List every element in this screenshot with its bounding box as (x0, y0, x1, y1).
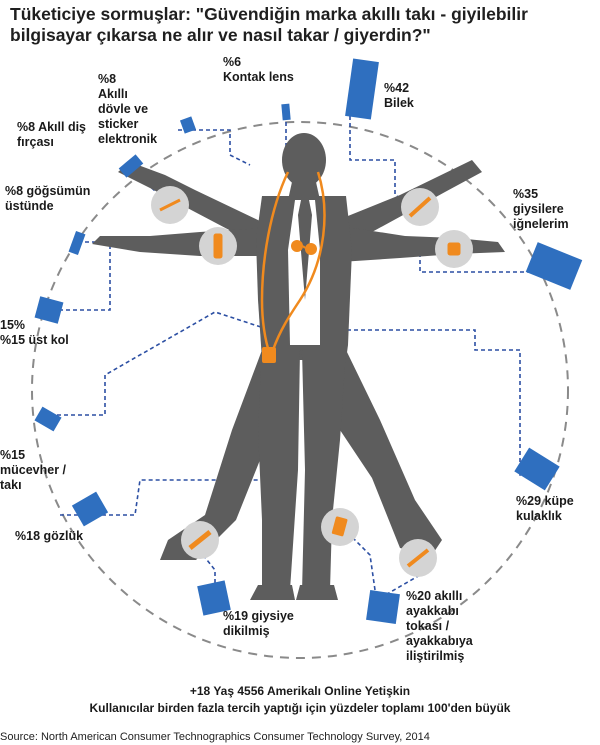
earbuds-cable (260, 171, 326, 356)
dashed-outer-circle (31, 121, 569, 659)
footer-note: Kullanıcılar birden fazla tercih yaptığı… (89, 701, 511, 715)
bar-kontak-lens (281, 103, 291, 121)
label-akilli-dovme: %8 Akıllı dövle ve sticker elektronik (98, 72, 158, 146)
label-mucevher: %15 mücevher / takı (0, 448, 67, 492)
label-giysi-igne: %35 giysilere iğnelerim (513, 187, 569, 231)
label-bilek: %42 Bilek (384, 81, 414, 110)
sewn-sensor-icon (188, 530, 212, 550)
bar-akilli-dovme (179, 116, 197, 134)
bar-kupe (514, 447, 560, 491)
value-bars (34, 58, 583, 624)
label-kupe: %29 küpe kulaklık (516, 494, 574, 523)
bar-giysi-dikili (197, 580, 231, 616)
label-ayakkabi: %20 akıllı ayakkabı tokası / ayakkabıya … (406, 589, 473, 663)
sunglasses-icon (291, 240, 317, 255)
tie (298, 200, 312, 300)
watch-icon (447, 242, 461, 256)
bar-bilek (345, 58, 379, 120)
label-kontak-lens: %6 Kontak lens (223, 55, 294, 84)
music-player-icon (262, 347, 276, 363)
label-giysi-dikili: %19 giysiye dikilmiş (223, 609, 294, 638)
title-line-2: bilgisayar çıkarsa ne alır ve nasıl taka… (10, 25, 431, 45)
jewelry-icon (331, 516, 348, 537)
armband-icon (213, 233, 223, 259)
bar-ayakkabi (366, 590, 400, 624)
bar-giysi-igne (525, 242, 583, 290)
page-title: Tüketiciye sormuşlar: "Güvendiğin marka … (10, 4, 595, 46)
bar-gogus (68, 230, 86, 256)
pin-icon (408, 196, 432, 218)
bar-mucevher (34, 406, 62, 432)
footer-sample: +18 Yaş 4556 Amerikalı Online Yetişkin (189, 684, 411, 698)
label-dis-fircasi: %8 Akıll diş fırçası (17, 120, 87, 149)
title-line-1: Tüketiciye sormuşlar: "Güvendiğin marka … (10, 4, 528, 24)
source-note: Source: North American Consumer Technogr… (0, 731, 430, 743)
label-ust-kol: 15% %15 üst kol (0, 318, 69, 347)
label-gogus: %8 göğsümün üstünde (5, 184, 91, 213)
bar-ust-kol (34, 296, 64, 324)
bar-gozluk (71, 491, 109, 527)
toothbrush-icon (159, 198, 181, 212)
shoe-clip-icon (406, 548, 430, 568)
bar-dis-fircasi (118, 154, 144, 178)
label-gozluk: %18 gözlük (15, 529, 84, 543)
hotspot-icons (159, 196, 461, 568)
